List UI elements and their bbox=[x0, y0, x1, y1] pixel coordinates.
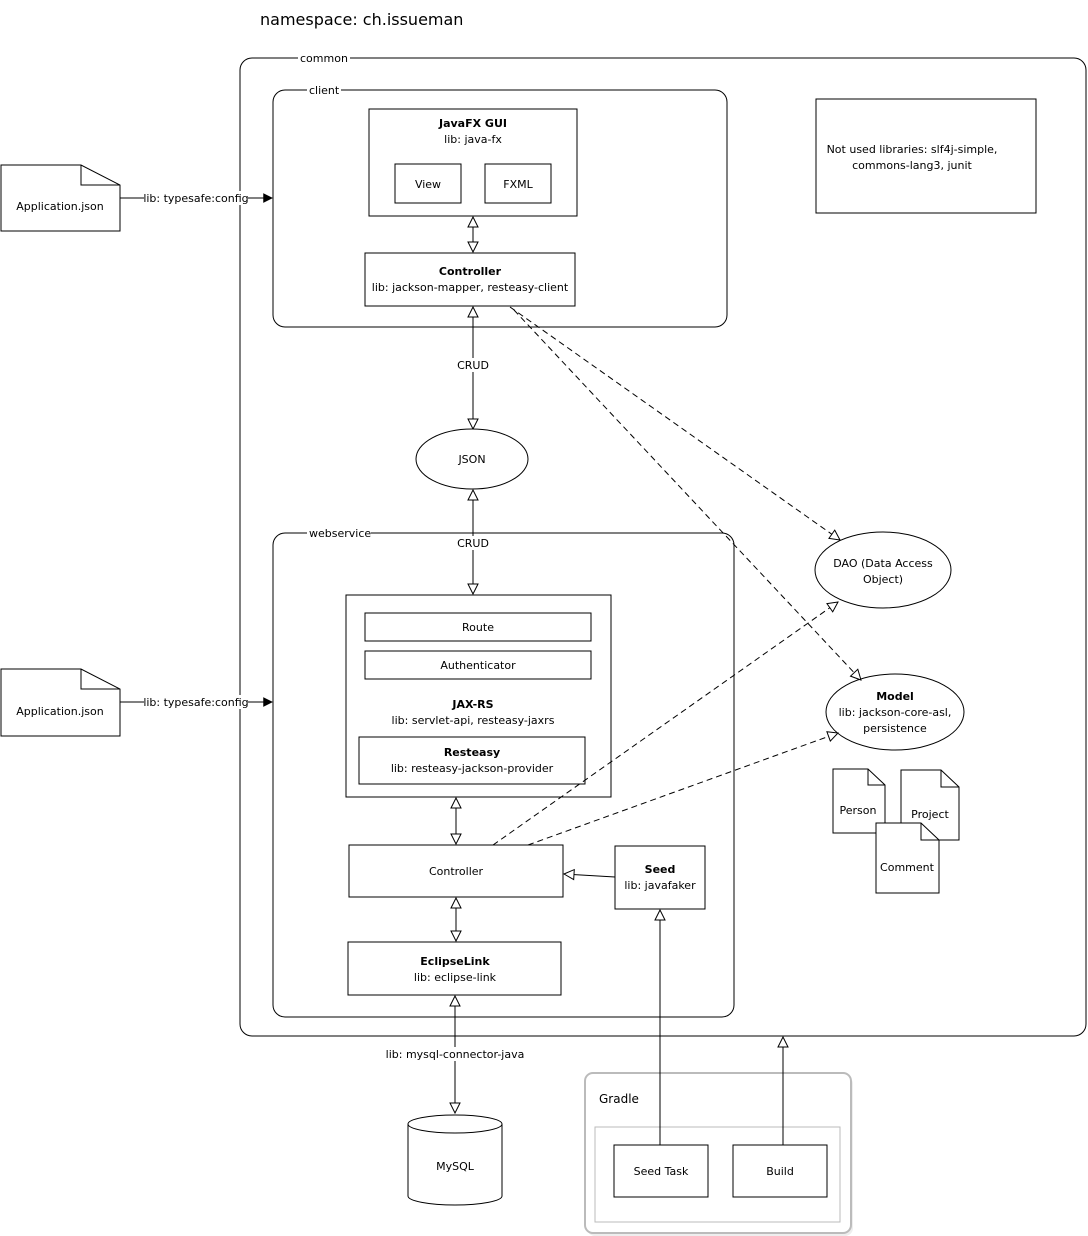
jaxrs-box: Route Authenticator JAX-RS lib: servlet-… bbox=[345, 594, 612, 798]
application-json-label-bottom: Application.json bbox=[16, 705, 103, 718]
model-title: Model bbox=[876, 690, 914, 703]
resteasy-title: Resteasy bbox=[444, 746, 500, 759]
diagram-title: namespace: ch.issueman bbox=[260, 10, 463, 29]
build-box bbox=[732, 1144, 828, 1198]
seed-lib: lib: javafaker bbox=[624, 879, 696, 892]
resteasy-box bbox=[358, 736, 586, 785]
webservice-group: webservice bbox=[272, 527, 735, 1018]
client-controller-box: Controller lib: jackson-mapper, resteasy… bbox=[364, 252, 576, 307]
client-dao-dependency bbox=[509, 306, 840, 540]
javafx-gui-box: JavaFX GUI lib: java-fx View FXML bbox=[368, 108, 578, 217]
person-label: Person bbox=[840, 804, 877, 817]
javafx-gui-title: JavaFX GUI bbox=[438, 117, 507, 130]
build-label: Build bbox=[766, 1165, 794, 1178]
eclipselink-lib: lib: eclipse-link bbox=[414, 971, 497, 984]
crud-label-bottom: CRUD bbox=[457, 537, 489, 550]
gradle-label: Gradle bbox=[599, 1092, 639, 1106]
config-lib-top: lib: typesafe:config bbox=[143, 192, 248, 205]
resteasy-lib: lib: resteasy-jackson-provider bbox=[391, 762, 554, 775]
application-json-file-top: Application.json bbox=[0, 164, 121, 232]
model-lib-line1: lib: jackson-core-asl, bbox=[839, 706, 952, 719]
config-lib-bottom: lib: typesafe:config bbox=[143, 696, 248, 709]
model-node bbox=[825, 673, 965, 751]
fxml-label: FXML bbox=[503, 178, 533, 191]
seed-controller-link bbox=[564, 874, 616, 877]
project-label: Project bbox=[911, 808, 949, 821]
dao-line2: Object) bbox=[863, 573, 903, 586]
client-controller-lib: lib: jackson-mapper, resteasy-client bbox=[372, 281, 569, 294]
comment-file: Comment bbox=[875, 822, 940, 894]
client-group: client bbox=[272, 84, 728, 328]
mysql-database: MySQL bbox=[407, 1114, 503, 1206]
webservice-controller-box bbox=[348, 844, 564, 898]
jaxrs-title: JAX-RS bbox=[451, 698, 493, 711]
client-label: client bbox=[309, 84, 340, 97]
application-json-file-bottom: Application.json bbox=[0, 668, 121, 737]
json-label: JSON bbox=[457, 453, 485, 466]
client-model-dependency bbox=[513, 309, 861, 680]
not-used-line2: commons-lang3, junit bbox=[852, 159, 972, 172]
application-json-label-top: Application.json bbox=[16, 200, 103, 213]
route-label: Route bbox=[462, 621, 494, 634]
seed-task-box bbox=[613, 1144, 709, 1198]
common-label: common bbox=[300, 52, 348, 65]
dao-line1: DAO (Data Access bbox=[833, 557, 933, 570]
crud-label-top: CRUD bbox=[457, 359, 489, 372]
not-used-line1: Not used libraries: slf4j-simple, bbox=[827, 143, 998, 156]
authenticator-box bbox=[364, 650, 592, 680]
mysql-label: MySQL bbox=[436, 1160, 475, 1173]
ws-model-dependency bbox=[527, 733, 838, 846]
not-used-libraries-box: Not used libraries: slf4j-simple, common… bbox=[815, 98, 1037, 214]
route-box bbox=[364, 612, 592, 642]
webservice-controller-label: Controller bbox=[429, 865, 484, 878]
eclipselink-box: EclipseLink lib: eclipse-link bbox=[347, 941, 562, 996]
fxml-box bbox=[484, 163, 552, 204]
comment-label: Comment bbox=[880, 861, 935, 874]
seed-box: Seed lib: javafaker bbox=[614, 845, 706, 910]
client-controller-title: Controller bbox=[439, 265, 502, 278]
eclipselink-title: EclipseLink bbox=[420, 955, 490, 968]
gradle-group: Gradle Seed Task Build bbox=[584, 1072, 853, 1236]
jaxrs-lib: lib: servlet-api, resteasy-jaxrs bbox=[392, 714, 555, 727]
mysql-connector-label: lib: mysql-connector-java bbox=[386, 1048, 525, 1061]
model-lib-line2: persistence bbox=[863, 722, 927, 735]
view-label: View bbox=[415, 178, 441, 191]
ws-dao-dependency bbox=[492, 602, 838, 846]
person-file: Person bbox=[832, 768, 886, 834]
dao-node bbox=[814, 531, 952, 609]
authenticator-label: Authenticator bbox=[440, 659, 516, 672]
seed-task-label: Seed Task bbox=[634, 1165, 689, 1178]
view-box bbox=[394, 163, 462, 204]
seed-title: Seed bbox=[645, 863, 676, 876]
common-group: common bbox=[239, 52, 1087, 1037]
javafx-gui-lib: lib: java-fx bbox=[444, 133, 502, 146]
webservice-label: webservice bbox=[309, 527, 371, 540]
